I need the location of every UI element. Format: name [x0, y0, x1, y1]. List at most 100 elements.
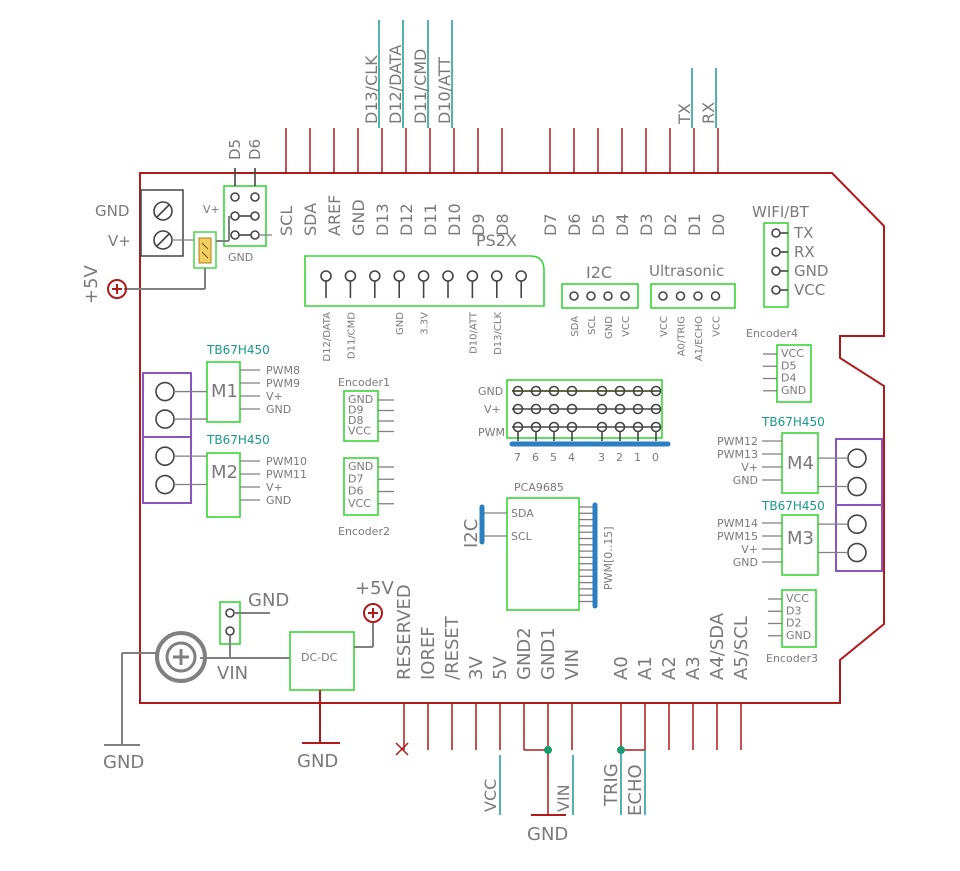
- header-pin: [569, 291, 579, 301]
- bottom-vcc: VCC: [481, 779, 500, 812]
- motor-pin-label: GND: [266, 494, 291, 507]
- header-pin-label: VCC: [712, 316, 723, 337]
- motor-terminal: [142, 436, 192, 504]
- pca-scl-label: SCL: [511, 530, 533, 543]
- top-pin-label-d2: D2: [661, 214, 680, 237]
- motor-pin-label: V+: [741, 461, 758, 474]
- jumper-mark: [201, 242, 209, 250]
- wifi-pin-label: VCC: [794, 281, 825, 299]
- ps2x-pin: [515, 270, 528, 282]
- pwm-bus-label: PWM[0..15]: [602, 526, 615, 590]
- ps2x-pin: [320, 270, 332, 282]
- bottom-pin-label-gnd1: GND1: [538, 627, 559, 680]
- pca9685-title: PCA9685: [514, 481, 564, 494]
- encoder-pin-label: GND: [348, 393, 373, 406]
- dc-jack-outer: [155, 631, 207, 683]
- wifi-pin: [771, 247, 781, 257]
- bottom-gnd-mid: GND: [297, 751, 338, 772]
- pin-hole: [225, 626, 235, 636]
- header-pin: [603, 291, 613, 301]
- screw-slot: [156, 204, 170, 218]
- terminal-screw: [155, 409, 175, 429]
- servo-channel-number: 5: [550, 451, 557, 464]
- encoder-box: [781, 589, 817, 648]
- encoder-pin-label: D9: [348, 404, 363, 417]
- encoder-box: [776, 344, 812, 403]
- encoder-pin-label: D4: [781, 372, 796, 385]
- motor-pin-label: PWM10: [266, 455, 307, 468]
- terminal-screw: [847, 542, 867, 563]
- terminal-screw: [155, 381, 175, 402]
- bottom-pin-label-a5scl: A5/SCL: [731, 616, 752, 680]
- servo-label-vplus: V+: [203, 203, 220, 216]
- bottom-pin-label-reset: /RESET: [442, 615, 463, 680]
- encoder-pin-label: VCC: [348, 497, 371, 510]
- encoder-pin-label: GND: [781, 384, 806, 397]
- encoder-box: [343, 390, 379, 442]
- encoder-box: [343, 457, 379, 516]
- encoder-name: Encoder1: [338, 376, 390, 389]
- motor-label: M1: [211, 381, 238, 402]
- motor-pin-label: V+: [266, 481, 283, 494]
- wifi-pin-label: RX: [794, 243, 815, 261]
- dcdc-label: DC-DC: [301, 651, 338, 664]
- ultrasonic-box: [650, 283, 736, 309]
- motor-driver-box: [781, 432, 819, 494]
- encoder-pin-label: D8: [348, 414, 363, 427]
- header-pin-label: A0/TRIG: [677, 316, 688, 356]
- terminal-screw: [155, 446, 175, 466]
- bottom-trig: TRIG: [601, 763, 622, 807]
- wifi-pin: [771, 228, 781, 238]
- wifi-bt-box: [763, 222, 789, 308]
- header-pin: [658, 291, 668, 301]
- dc-jack-inner: [165, 641, 197, 673]
- pin-hole: [230, 211, 240, 221]
- top-pin-label-d0: D0: [709, 214, 728, 237]
- ps2x-pin: [442, 270, 454, 282]
- motor-pin-label: PWM15: [717, 530, 758, 543]
- pin-hole: [250, 211, 260, 221]
- header-pin-label: SCL: [587, 316, 598, 335]
- jumper-cap: [198, 237, 212, 264]
- wifi-pin: [771, 266, 781, 276]
- ps2x-pin-label: 3.3V: [420, 312, 431, 335]
- servo-header-d5-d6: D5 D6 V+ GND: [203, 139, 272, 264]
- servo-block-box: [506, 379, 663, 439]
- motors: TB67H450M1PWM8PWM9V+GNDTB67H450M2PWM10PW…: [142, 343, 883, 576]
- nc-mark: [395, 742, 409, 756]
- encoder-name: Encoder2: [338, 525, 390, 538]
- bottom-pin-label-gnd2: GND2: [514, 627, 535, 680]
- header-pin: [620, 291, 630, 301]
- net-label-d13clk: D13/CLK: [362, 55, 381, 124]
- net-label-d10att: D10/ATT: [435, 57, 454, 124]
- ps2x-pin-label: D13/CLK: [493, 312, 504, 355]
- top-pin-label-d4: D4: [613, 214, 632, 237]
- servo-label-d6: D6: [246, 139, 264, 160]
- header-pin-label: SDA: [570, 316, 581, 337]
- header-pin: [675, 291, 686, 301]
- ps2x-outline: [304, 255, 545, 307]
- pin-hole: [250, 230, 260, 240]
- top-pin-label-d3: D3: [637, 214, 656, 237]
- ps2x-pin: [490, 270, 503, 282]
- motor-driver-box: [781, 514, 819, 576]
- wifi-pin: [771, 285, 781, 295]
- ps2x-pin: [393, 270, 406, 282]
- servo-label-d5: D5: [226, 139, 244, 160]
- bottom-pin-label-a1: A1: [635, 656, 656, 680]
- servo-channel-number: 3: [598, 451, 605, 464]
- power-vin-label: VIN: [217, 663, 248, 684]
- bottom-pin-label-vin: VIN: [562, 649, 583, 680]
- encoder-name: Encoder3: [766, 652, 818, 665]
- motor-pin-label: PWM13: [717, 448, 758, 461]
- bottom-external-signals: VCC VIN GND TRIG ECHO: [395, 742, 646, 845]
- motor-label: M2: [211, 462, 238, 483]
- ps2x-pin: [417, 270, 430, 282]
- top-pin-label-d6: D6: [565, 214, 584, 237]
- motor-driver-name: TB67H450: [206, 343, 270, 357]
- plus5v-symbol-2: [363, 603, 383, 623]
- servo-channel-number: 0: [652, 451, 659, 464]
